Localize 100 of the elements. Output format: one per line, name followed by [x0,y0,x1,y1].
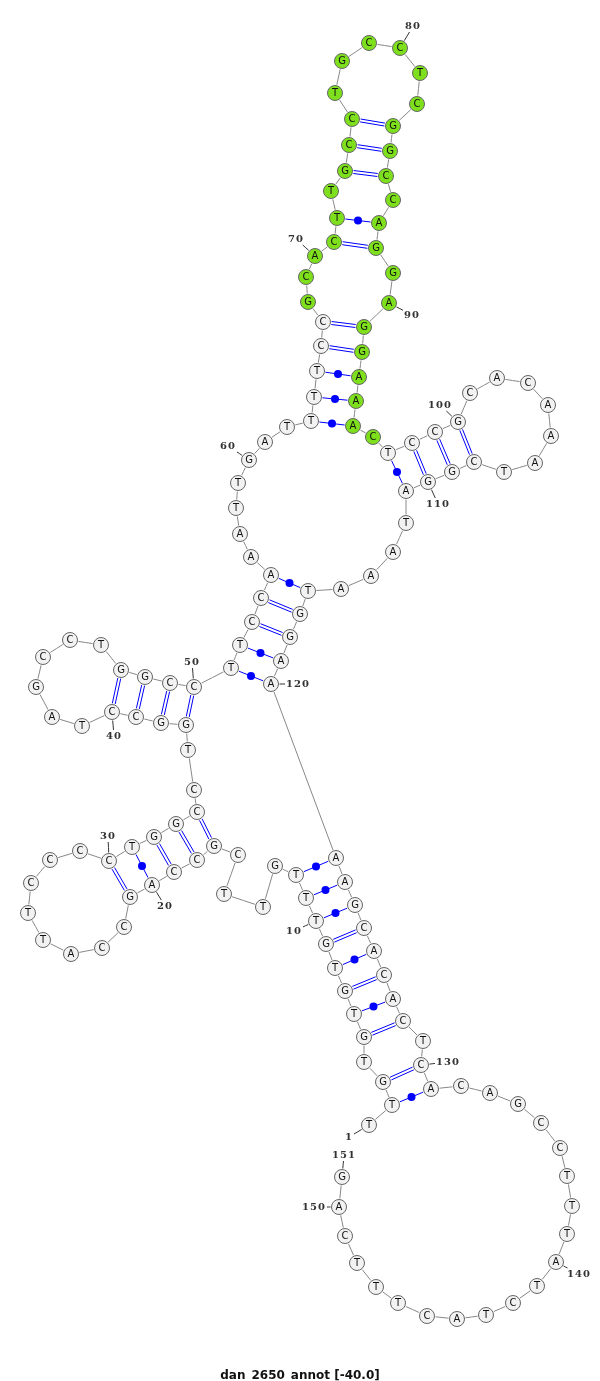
base-circle: C [466,454,482,470]
backbone-line [243,629,249,638]
base-circle: C [72,843,88,859]
base-circle: G [347,897,363,913]
backbone-line [338,865,343,875]
position-number: 80 [405,21,421,31]
backbone-line [548,413,551,428]
base-circle: T [300,583,316,599]
base-circle: C [62,632,78,648]
base-circle: C [230,847,246,863]
leader-line [279,683,286,685]
backbone-line [376,557,388,571]
backbone-line [273,691,334,851]
backbone-line [321,246,328,252]
backbone-line [567,1183,572,1199]
backbone-line [386,982,391,992]
base-circle: C [533,1115,549,1131]
backbone-line [405,1306,420,1313]
base-pair-line [111,867,128,891]
base-pair-line [436,438,451,466]
backbone-line [524,1108,535,1119]
base-circle: T [361,1117,377,1133]
base-pair-line [324,371,352,377]
backbone-line [538,442,548,457]
base-pair-line [322,397,348,401]
base-pair-line [185,694,195,718]
backbone-line [423,1072,429,1082]
backbone-line [385,1089,390,1098]
backbone-line [119,713,129,716]
backbone-line [302,598,306,607]
base-circle: T [20,905,36,921]
base-circle: G [146,829,162,845]
backbone-line [125,904,129,920]
base-circle: A [273,653,289,669]
backbone-line [321,330,323,338]
base-circle: A [381,295,397,311]
base-circle: T [390,1295,406,1311]
backbone-line [481,464,497,470]
base-pair-line [370,1022,397,1036]
base-circle: C [101,853,117,869]
base-circle: G [206,838,222,854]
backbone-line [561,1155,566,1169]
base-circle: A [263,676,279,692]
position-number: 10 [286,926,302,936]
base-circle: G [356,1029,372,1045]
backbone-line [405,499,407,515]
backbone-line [380,254,389,267]
base-circle: A [307,248,323,264]
base-pair-line [178,830,195,854]
backbone-line [493,1306,506,1312]
base-circle: A [363,568,379,584]
backbone-line [231,896,256,905]
base-circle: T [124,839,140,855]
base-pair-line [351,976,378,990]
base-circle: T [380,445,396,461]
base-circle: C [186,782,202,798]
base-circle: A [449,1311,465,1327]
base-pair-line [199,818,212,840]
backbone-line [316,589,333,591]
base-circle: G [385,118,401,134]
base-pair-line [111,677,122,705]
backbone-line [390,133,393,144]
backbone-line [328,951,333,961]
backbone-line [376,43,393,48]
base-circle: C [419,1308,435,1324]
base-circle: C [395,1013,411,1029]
backbone-line [435,474,445,480]
backbone-line [194,797,197,805]
base-circle: G [375,1074,391,1090]
position-number: 120 [286,679,310,689]
backbone-line [241,467,246,476]
base-circle: T [308,913,324,929]
backbone-line [236,515,240,527]
leader-line [445,410,453,417]
base-circle: T [398,515,414,531]
backbone-line [558,1241,565,1255]
base-circle: C [356,920,372,936]
backbone-line [464,1315,479,1319]
leader-line [342,1160,344,1169]
base-circle: T [559,1226,575,1242]
backbone-line [78,949,95,953]
backbone-line [306,285,308,294]
backbone-line [497,1095,511,1102]
base-circle: T [478,1307,494,1323]
backbone-line [345,152,349,164]
base-circle: T [216,886,232,902]
base-circle: A [44,709,60,725]
backbone-line [395,445,405,451]
backbone-line [221,848,231,853]
base-circle: A [543,428,559,444]
base-circle: A [232,526,248,542]
base-circle: C [427,424,443,440]
base-circle: T [496,464,512,480]
base-circle: C [162,675,178,691]
position-number: 140 [567,1269,591,1279]
base-circle: A [257,434,273,450]
base-circle: T [564,1198,580,1214]
backbone-line [273,668,279,677]
position-number: 1 [345,1132,353,1142]
base-circle: C [166,864,182,880]
